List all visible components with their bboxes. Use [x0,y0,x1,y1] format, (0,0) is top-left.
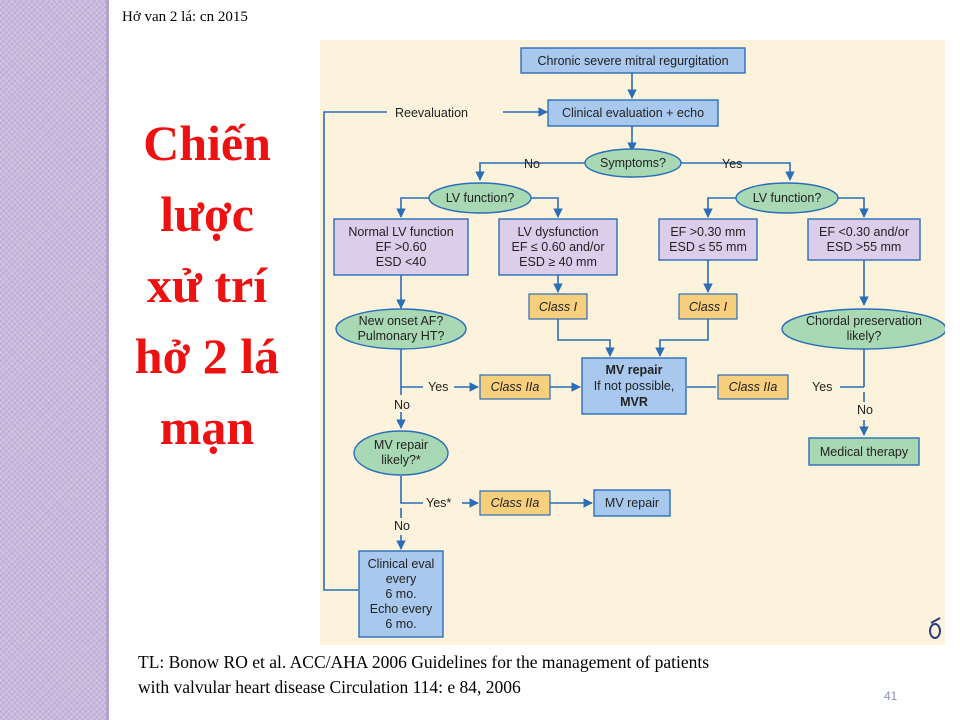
svg-text:MVR: MVR [620,395,648,409]
svg-text:EF ≤ 0.60 and/or: EF ≤ 0.60 and/or [511,240,604,254]
mv-repair-node: MV repair [593,489,671,517]
title-line: lược [160,186,254,242]
svg-text:EF >0.60: EF >0.60 [375,240,426,254]
svg-text:LV dysfunction: LV dysfunction [517,225,598,239]
svg-text:Chronic severe mitral regurgit: Chronic severe mitral regurgitation [537,54,728,68]
yes-label: Yes [812,380,832,394]
reevaluation-label: Reevaluation [395,106,468,120]
svg-text:New onset AF?: New onset AF? [359,314,444,328]
yes-label: Yes [428,380,448,394]
citation-line: TL: Bonow RO et al. ACC/AHA 2006 Guideli… [138,652,710,672]
class-iia-badge: Class IIa [717,374,789,400]
publisher-logo-icon [929,617,941,639]
medical-therapy-node: Medical therapy [808,437,920,466]
svg-text:MV repair: MV repair [374,438,428,452]
lv-function-decision: LV function? [428,182,532,214]
citation: TL: Bonow RO et al. ACC/AHA 2006 Guideli… [138,650,878,700]
svg-text:Clinical eval: Clinical eval [368,557,435,571]
symptoms-decision: Symptoms? [584,148,682,178]
svg-text:Chordal preservation: Chordal preservation [806,314,922,328]
svg-text:MV repair: MV repair [606,363,663,377]
svg-text:ESD ≥ 40 mm: ESD ≥ 40 mm [519,255,597,269]
start-node: Chronic severe mitral regurgitation [520,47,746,74]
svg-text:EF <0.30 and/or: EF <0.30 and/or [819,225,909,239]
title-line: xử trí [146,257,268,313]
class-iia-badge: Class IIa [479,374,551,400]
sidebar-divider [106,0,109,720]
class-i-badge: Class I [528,293,588,320]
clinical-evaluation-node: Clinical evaluation + echo [547,99,719,127]
yes-label: Yes [722,157,742,171]
no-label: No [857,403,873,417]
slide-header: Hở van 2 lá: cn 2015 [122,9,248,25]
svg-text:If not possible,: If not possible, [594,379,675,393]
svg-text:Echo every: Echo every [370,602,433,616]
clinical-eval-every-node: Clinical eval every 6 mo. Echo every 6 m… [358,550,444,638]
svg-text:Normal LV function: Normal LV function [348,225,453,239]
svg-text:Medical therapy: Medical therapy [820,445,909,459]
svg-text:Class I: Class I [539,300,578,314]
class-iia-badge: Class IIa [479,490,551,516]
svg-text:every: every [386,572,417,586]
management-flowchart: Reevaluation No Yes Yes Yes No No Yes* N… [320,40,945,645]
new-onset-af-decision: New onset AF? Pulmonary HT? [335,308,467,350]
svg-text:ESD >55 mm: ESD >55 mm [827,240,902,254]
svg-text:Class IIa: Class IIa [491,496,540,510]
ef-above-030-node: EF >0.30 mm ESD ≤ 55 mm [658,218,758,261]
svg-text:Class I: Class I [689,300,728,314]
svg-text:likely?*: likely?* [381,453,421,467]
page-number: 41 [884,689,898,703]
svg-text:Class IIa: Class IIa [491,380,540,394]
lv-dysfunction-node: LV dysfunction EF ≤ 0.60 and/or ESD ≥ 40… [498,218,618,276]
no-label: No [394,519,410,533]
no-label: No [524,157,540,171]
svg-text:ESD <40: ESD <40 [376,255,426,269]
svg-text:ESD ≤ 55 mm: ESD ≤ 55 mm [669,240,747,254]
svg-text:EF >0.30 mm: EF >0.30 mm [670,225,745,239]
normal-lv-function-node: Normal LV function EF >0.60 ESD <40 [333,218,469,276]
svg-text:Pulmonary HT?: Pulmonary HT? [358,329,445,343]
svg-text:Clinical evaluation + echo: Clinical evaluation + echo [562,106,704,120]
svg-text:Symptoms?: Symptoms? [600,156,666,170]
svg-text:Class IIa: Class IIa [729,380,778,394]
yes-star-label: Yes* [426,496,451,510]
svg-text:likely?: likely? [847,329,882,343]
title-line: Chiến [143,115,271,171]
no-label: No [394,398,410,412]
title-line: hở 2 lá [134,328,280,384]
mv-repair-main-node: MV repair If not possible, MVR [581,357,687,415]
svg-text:MV repair: MV repair [605,496,659,510]
citation-line: with valvular heart disease Circulation … [138,677,521,697]
lv-function-decision: LV function? [735,182,839,214]
svg-text:6 mo.: 6 mo. [385,617,416,631]
chordal-preservation-decision: Chordal preservation likely? [781,308,945,350]
svg-text:LV function?: LV function? [446,191,515,205]
class-i-badge: Class I [678,293,738,320]
svg-text:6 mo.: 6 mo. [385,587,416,601]
title-line: mạn [159,399,255,455]
ef-below-030-node: EF <0.30 and/or ESD >55 mm [807,218,921,261]
decorative-sidebar [0,0,106,720]
svg-text:LV function?: LV function? [753,191,822,205]
mv-repair-likely-decision: MV repair likely?* [353,430,449,476]
slide-title: Chiến lược xử trí hở 2 lá mạn [112,108,302,463]
